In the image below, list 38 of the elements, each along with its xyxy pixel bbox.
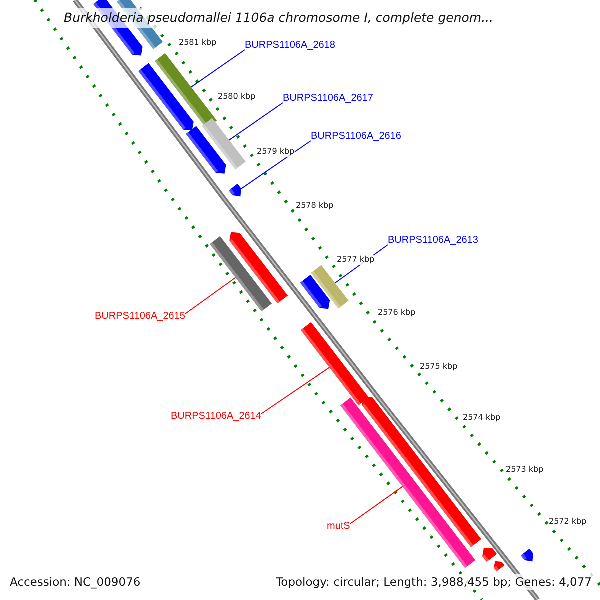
scale-label: 2572 kbp	[549, 517, 587, 527]
leader-line	[228, 102, 284, 141]
gene-feature	[210, 236, 272, 312]
accession-text: Accession: NC_009076	[8, 574, 143, 590]
scale-label: 2576 kbp	[378, 308, 416, 318]
gene-feature	[138, 63, 194, 131]
gene-feature	[311, 265, 349, 309]
gene-label: BURPS1106A_2618	[245, 40, 336, 52]
gene-label: BURPS1106A_2613	[388, 235, 478, 247]
scale-label: 2577 kbp	[337, 255, 375, 265]
gene-label: BURPS1106A_2614	[171, 411, 262, 423]
gene-feature	[520, 548, 534, 562]
gene-feature	[362, 396, 482, 548]
gene-feature	[494, 561, 505, 572]
gene-feature	[300, 322, 370, 406]
scale-label: 2574 kbp	[463, 413, 501, 423]
scale-label: 2581 kbp	[179, 38, 217, 48]
leader-line	[260, 367, 330, 414]
gene-label: mutS	[327, 521, 350, 533]
scale-label: 2578 kbp	[296, 201, 334, 211]
gene-feature	[202, 118, 246, 170]
scale-label: 2573 kbp	[506, 465, 544, 475]
genome-info-text: Topology: circular; Length: 3,988,455 bp; Genes: 4,077	[274, 574, 594, 590]
scale-label: 2580 kbp	[218, 92, 256, 102]
gene-label: BURPS1106A_2617	[283, 93, 374, 105]
gene-feature	[186, 126, 226, 174]
leader-line	[350, 486, 404, 524]
leader-line	[240, 140, 312, 190]
leader-line	[184, 277, 236, 314]
gene-feature	[230, 232, 288, 304]
gene-feature	[482, 548, 498, 562]
scale-label: 2575 kbp	[420, 362, 458, 372]
leader-line	[190, 50, 246, 88]
gene-feature	[300, 274, 330, 310]
gene-feature	[228, 184, 242, 197]
gene-label: BURPS1106A_2616	[311, 131, 402, 143]
gene-label: BURPS1106A_2615	[95, 311, 186, 323]
scale-label: 2579 kbp	[257, 147, 295, 157]
